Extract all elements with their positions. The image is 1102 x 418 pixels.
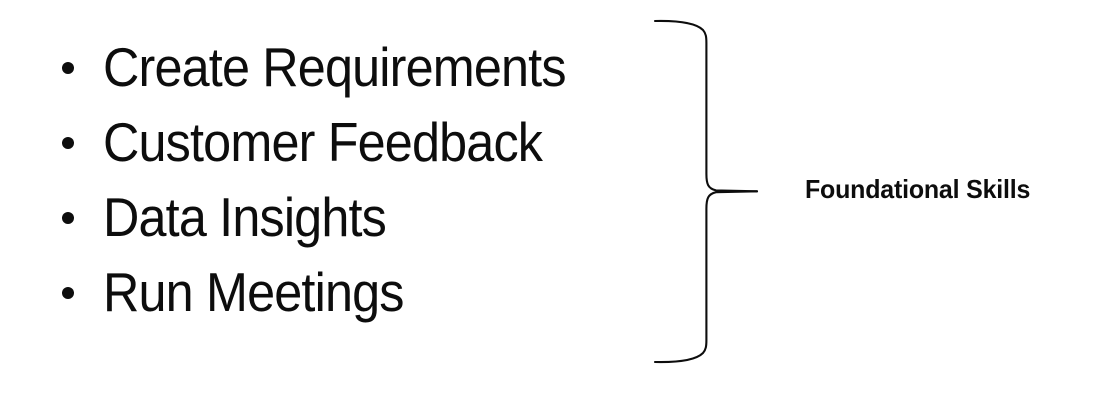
bullet-point-icon (62, 61, 74, 74)
bullet-list: Create Requirements Customer Feedback Da… (55, 30, 645, 330)
list-item-label: Create Requirements (103, 36, 566, 98)
bullet-point-icon (62, 136, 74, 149)
bullet-point-icon (62, 211, 74, 224)
list-item-label: Run Meetings (103, 261, 404, 323)
brace-label: Foundational Skills (805, 174, 1031, 204)
list-item-label: Data Insights (103, 186, 387, 248)
list-item[interactable]: Create Requirements (55, 30, 645, 105)
curly-brace-right-icon (653, 19, 759, 364)
list-item-label: Customer Feedback (103, 111, 543, 173)
bullet-point-icon (62, 286, 74, 299)
list-item[interactable]: Run Meetings (55, 255, 645, 330)
list-item[interactable]: Customer Feedback (55, 105, 645, 180)
list-item[interactable]: Data Insights (55, 180, 645, 255)
brace-group (648, 12, 768, 372)
